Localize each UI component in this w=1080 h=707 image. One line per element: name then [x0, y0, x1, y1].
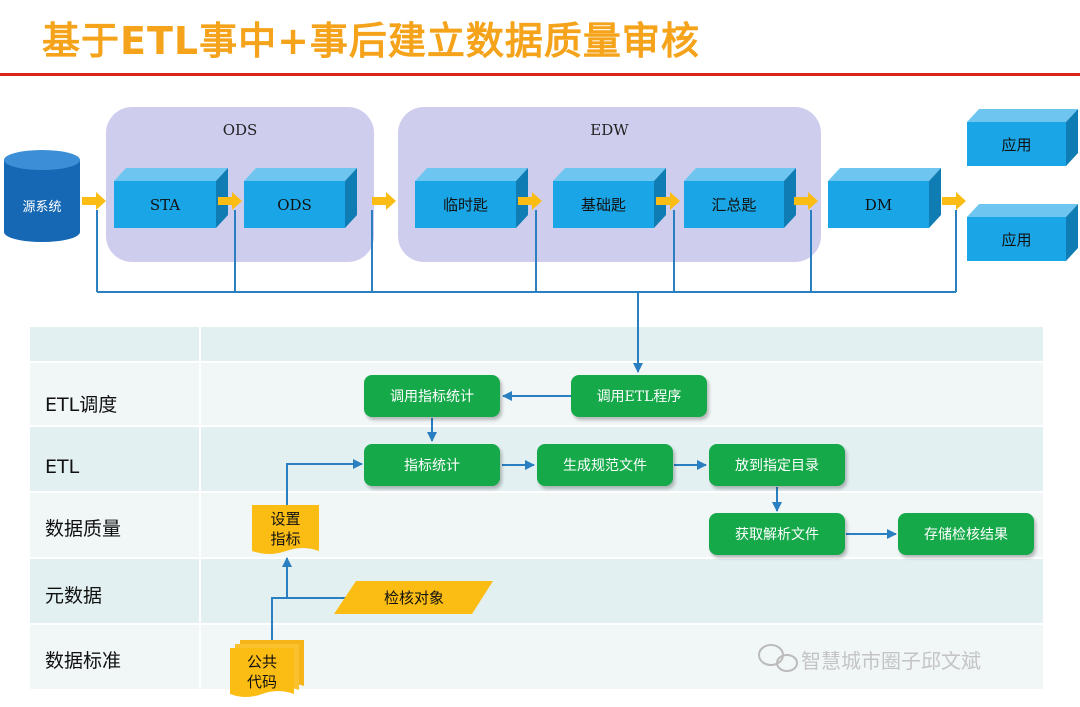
app-box-2: 应用: [967, 217, 1066, 261]
lane-label-etl: ETL: [45, 456, 80, 478]
app-box-1: 应用: [967, 122, 1066, 166]
ods-group-label: ODS: [222, 121, 258, 139]
watermark-text: 智慧城市圈子邱文斌: [801, 649, 981, 673]
lane-header-row: [30, 327, 1043, 361]
source-system-label: 源系统: [22, 200, 62, 215]
lane-row-data-quality: [30, 493, 1043, 557]
put-dir-box: 放到指定目录: [709, 444, 845, 486]
page-title: 基于ETL事中+事后建立数据质量审核: [42, 19, 700, 63]
pipeline-arrows: [82, 192, 966, 210]
set-metric-line2: 指标: [270, 530, 301, 548]
public-code-line2: 代码: [246, 673, 277, 691]
lane-row-etl: [30, 427, 1043, 491]
lane-label-metadata: 元数据: [45, 585, 103, 607]
call-etl-program-box: 调用ETL程序: [571, 375, 707, 417]
lane-row-metadata: [30, 559, 1043, 623]
set-metric-doc: [252, 505, 319, 554]
public-code-label: 公共 代码: [230, 652, 294, 692]
edw-group-label: EDW: [590, 121, 629, 139]
process-arrows: [271, 391, 897, 640]
check-object-label: 检核对象: [383, 589, 444, 607]
temp-layer: 临时匙: [415, 181, 516, 228]
set-metric-line1: 设置: [270, 510, 301, 528]
monitor-bus: [96, 210, 957, 373]
store-result-box: 存储检核结果: [898, 513, 1034, 555]
lane-label-data-standard: 数据标准: [45, 650, 122, 672]
lane-row-data-standard: [30, 625, 1043, 689]
public-code-multidoc: [230, 640, 304, 697]
call-metric-stat-box: 调用指标统计: [364, 375, 500, 417]
summary-layer: 汇总匙: [684, 181, 784, 228]
base-layer: 基础匙: [553, 181, 654, 228]
ods-layer: ODS: [244, 181, 345, 228]
lane-divider: [199, 327, 201, 689]
get-parse-file-box: 获取解析文件: [709, 513, 845, 555]
metric-stat-box: 指标统计: [364, 444, 500, 486]
sta-layer: STA: [114, 181, 216, 228]
check-object-parallelogram: [334, 581, 493, 614]
lane-label-data-quality: 数据质量: [45, 518, 122, 540]
source-system-cylinder: [4, 150, 80, 242]
lane-label-etl-schedule: ETL调度: [45, 394, 118, 416]
wechat-icon: [758, 644, 798, 672]
dm-layer: DM: [828, 181, 929, 228]
cube-tops: [114, 109, 1078, 217]
gen-spec-file-box: 生成规范文件: [537, 444, 673, 486]
public-code-line1: 公共: [246, 653, 277, 671]
lane-row-etl-schedule: [30, 363, 1043, 425]
title-divider: [0, 73, 1080, 76]
set-metric-label: 设置 指标: [252, 509, 319, 549]
